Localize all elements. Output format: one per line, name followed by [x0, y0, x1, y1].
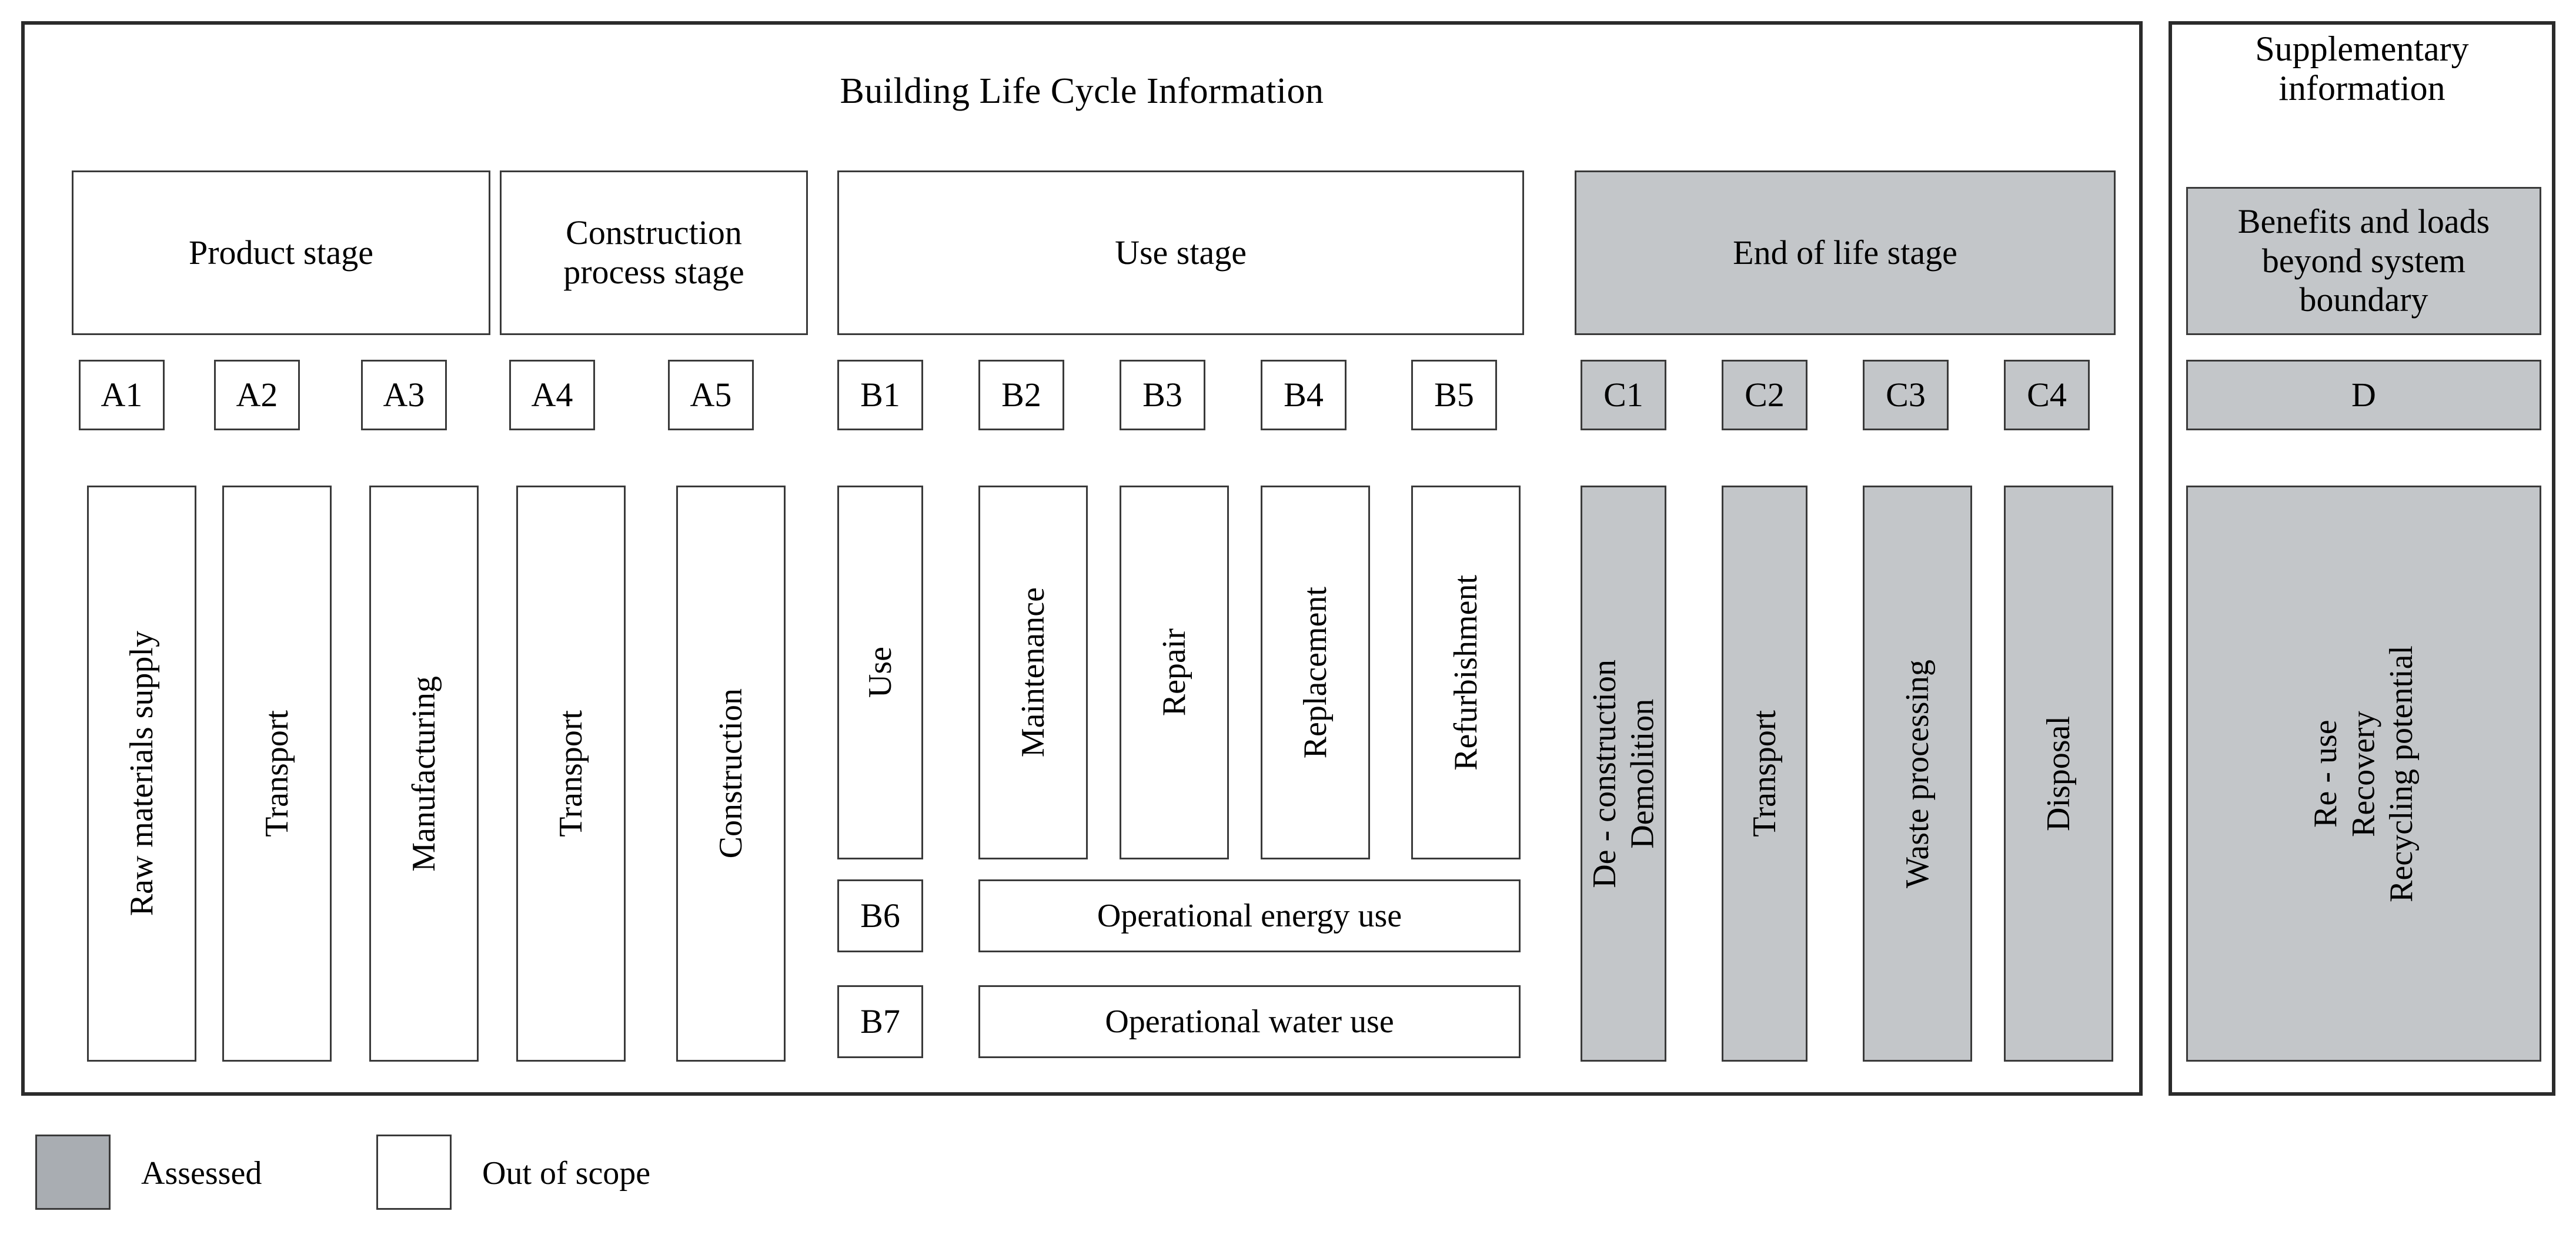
- page-title: Building Life Cycle Information: [840, 71, 1324, 111]
- module-code-c3[interactable]: C3: [1863, 360, 1949, 430]
- module-label: Re - use Recovery Recycling potential: [2307, 645, 2420, 902]
- module-code-b5[interactable]: B5: [1411, 360, 1497, 430]
- module-code-b3[interactable]: B3: [1120, 360, 1205, 430]
- module-box-b7[interactable]: Operational water use: [978, 985, 1521, 1058]
- module-label: Repair: [1155, 628, 1192, 717]
- module-code-b1[interactable]: B1: [837, 360, 923, 430]
- module-box-a3[interactable]: Manufacturing: [369, 486, 479, 1062]
- module-code-label: B3: [1142, 375, 1182, 414]
- module-label: Maintenance: [1014, 587, 1051, 758]
- module-code-label: B4: [1284, 375, 1324, 414]
- module-label: Raw materials supply: [123, 631, 160, 916]
- module-box-b5[interactable]: Refurbishment: [1411, 486, 1521, 859]
- module-code-label: A1: [101, 375, 143, 414]
- module-box-b3[interactable]: Repair: [1120, 486, 1229, 859]
- stage-header-product[interactable]: Product stage: [72, 170, 490, 335]
- module-box-a2[interactable]: Transport: [222, 486, 332, 1062]
- stage-header-label: End of life stage: [1733, 233, 1957, 272]
- legend-label-out-of-scope: Out of scope: [482, 1155, 651, 1192]
- module-code-c2[interactable]: C2: [1722, 360, 1807, 430]
- legend: Assessed Out of scope: [35, 1135, 858, 1211]
- module-box-b4[interactable]: Replacement: [1261, 486, 1370, 859]
- module-code-label: C4: [2027, 375, 2067, 414]
- module-label: Disposal: [2040, 716, 2077, 831]
- module-code-label: A5: [690, 375, 732, 414]
- stage-header-benefits-loads[interactable]: Benefits and loads beyond system boundar…: [2186, 187, 2541, 335]
- module-code-c4[interactable]: C4: [2004, 360, 2090, 430]
- module-box-c1[interactable]: De - construction Demolition: [1581, 486, 1666, 1062]
- supplementary-title: Supplementary information: [2255, 29, 2469, 108]
- module-label: Replacement: [1297, 586, 1334, 759]
- module-label: Operational water use: [1105, 1003, 1394, 1040]
- stage-header-label: Use stage: [1115, 233, 1247, 272]
- module-label: De - construction Demolition: [1586, 659, 1660, 888]
- module-box-a1[interactable]: Raw materials supply: [87, 486, 196, 1062]
- module-code-a2[interactable]: A2: [214, 360, 300, 430]
- module-code-label: A4: [531, 375, 573, 414]
- module-label: Transport: [1746, 710, 1783, 837]
- module-code-label: A2: [236, 375, 278, 414]
- module-code-label: B2: [1001, 375, 1041, 414]
- module-code-c1[interactable]: C1: [1581, 360, 1666, 430]
- stage-header-label: Product stage: [188, 233, 374, 272]
- module-label: Operational energy use: [1097, 897, 1402, 934]
- stage-header-label: Construction process stage: [563, 213, 744, 291]
- module-box-a4[interactable]: Transport: [516, 486, 626, 1062]
- module-box-b1[interactable]: Use: [837, 486, 923, 859]
- module-box-c4[interactable]: Disposal: [2004, 486, 2113, 1062]
- module-code-label: A3: [383, 375, 425, 414]
- module-label: Refurbishment: [1447, 574, 1484, 771]
- legend-swatch-out-of-scope: [376, 1135, 452, 1210]
- module-code-a4[interactable]: A4: [509, 360, 595, 430]
- module-box-c3[interactable]: Waste processing: [1863, 486, 1972, 1062]
- legend-swatch-assessed: [35, 1135, 111, 1210]
- module-code-label: B6: [860, 896, 900, 935]
- module-code-b2[interactable]: B2: [978, 360, 1064, 430]
- stage-header-label: Benefits and loads beyond system boundar…: [2237, 202, 2490, 319]
- module-code-b4[interactable]: B4: [1261, 360, 1347, 430]
- module-code-label: B5: [1434, 375, 1474, 414]
- module-code-a5[interactable]: A5: [668, 360, 754, 430]
- module-box-c2[interactable]: Transport: [1722, 486, 1807, 1062]
- module-box-b6[interactable]: Operational energy use: [978, 879, 1521, 952]
- module-code-label: C1: [1603, 375, 1643, 414]
- module-code-label: B1: [860, 375, 900, 414]
- module-label: Use: [861, 647, 898, 698]
- module-box-a5[interactable]: Construction: [676, 486, 786, 1062]
- stage-header-construction[interactable]: Construction process stage: [500, 170, 808, 335]
- module-code-label: C2: [1745, 375, 1785, 414]
- module-label: Manufacturing: [405, 675, 442, 872]
- module-code-a3[interactable]: A3: [361, 360, 447, 430]
- module-code-label: C3: [1886, 375, 1926, 414]
- stage-header-end-of-life[interactable]: End of life stage: [1575, 170, 2116, 335]
- module-box-b2[interactable]: Maintenance: [978, 486, 1088, 859]
- stage-header-use[interactable]: Use stage: [837, 170, 1524, 335]
- module-code-label: B7: [860, 1002, 900, 1040]
- module-box-d[interactable]: Re - use Recovery Recycling potential: [2186, 486, 2541, 1062]
- module-code-b6[interactable]: B6: [837, 879, 923, 952]
- module-label: Transport: [258, 710, 295, 837]
- module-label: Waste processing: [1899, 659, 1936, 888]
- legend-label-assessed: Assessed: [141, 1155, 262, 1192]
- module-label: Construction: [712, 688, 749, 859]
- module-code-a1[interactable]: A1: [79, 360, 165, 430]
- module-label: Transport: [552, 710, 589, 837]
- module-code-label: D: [2351, 375, 2376, 414]
- module-code-b7[interactable]: B7: [837, 985, 923, 1058]
- module-code-d[interactable]: D: [2186, 360, 2541, 430]
